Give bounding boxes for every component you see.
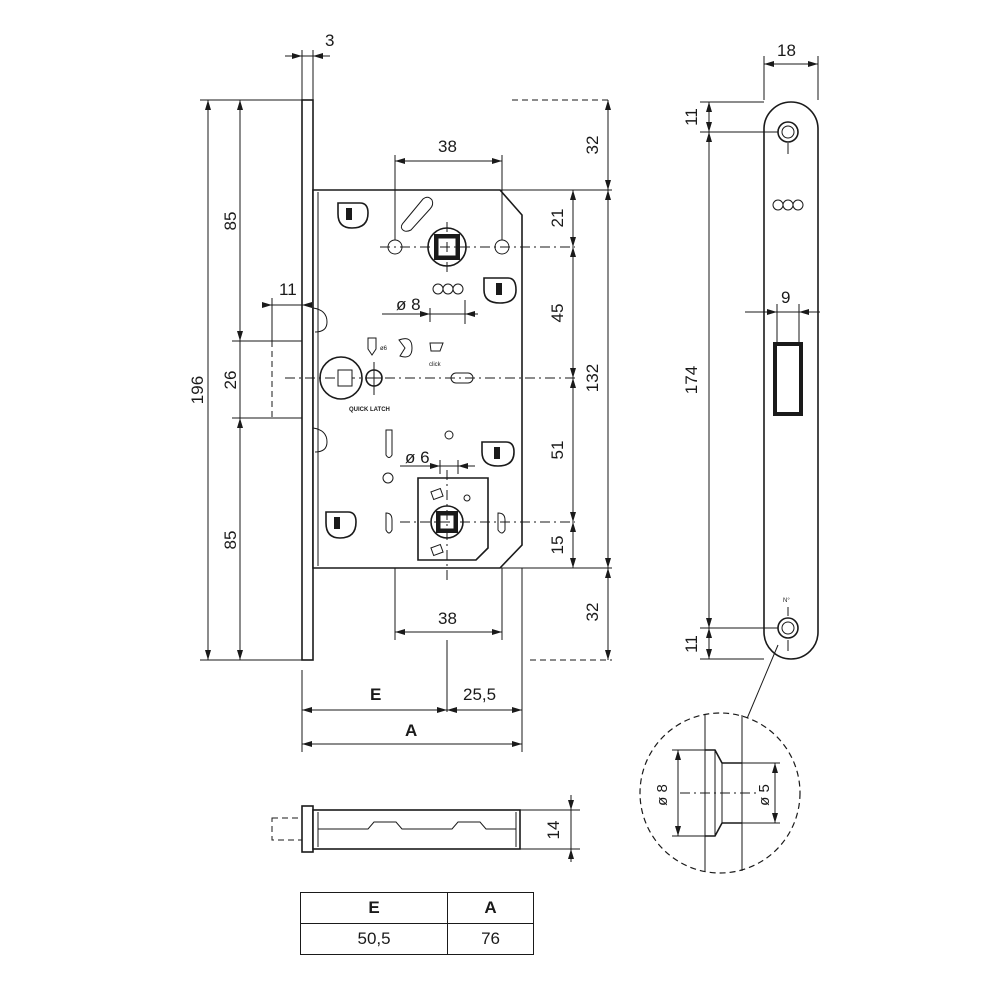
dim-top-38: 38 <box>438 137 457 156</box>
lug-top-left <box>337 202 369 229</box>
hole-small-label: ø6 <box>380 346 388 352</box>
table-header-e: E <box>299 892 449 924</box>
dim-latch-projection: 11 <box>279 280 297 299</box>
dim-bottom-32: 32 <box>583 603 602 622</box>
dim-upper-85: 85 <box>221 212 240 231</box>
table-value-a: 76 <box>447 923 534 955</box>
quick-latch-screw <box>365 362 383 395</box>
dim-21: 21 <box>548 209 567 228</box>
dim-bottom-38: 38 <box>438 609 457 628</box>
dim-side-14: 14 <box>544 821 563 840</box>
brand-logo <box>432 283 464 295</box>
lock-front-view: ø 8 QUICK LATCH ø6 click <box>271 99 575 712</box>
dim-25-5: 25,5 <box>463 685 496 704</box>
dim-strike-bottom-11: 11 <box>682 635 701 653</box>
strike-dimensions: 18 11 174 11 9 <box>682 41 820 722</box>
latch-bolt <box>271 340 302 419</box>
dim-hole-upper: ø 8 <box>396 295 421 314</box>
click-label: click <box>429 362 442 368</box>
dimension-table: E A 50,5 76 <box>299 892 534 955</box>
dim-detail-outer: ø 8 <box>654 784 671 806</box>
click-icon <box>429 342 444 352</box>
faceplate <box>301 99 314 661</box>
dim-center-132: 132 <box>583 364 602 392</box>
dim-51: 51 <box>548 441 567 460</box>
table-header-row: E A <box>299 892 534 924</box>
dim-label-a: A <box>405 721 417 740</box>
countersink-detail: ø 8 ø 5 <box>639 712 801 874</box>
dim-15: 15 <box>548 536 567 555</box>
angled-slot <box>400 196 434 232</box>
dim-strike-174: 174 <box>682 366 701 394</box>
main-dimensions: 3 196 85 26 85 11 38 <box>188 31 612 752</box>
dim-faceplate-thickness: 3 <box>325 31 334 50</box>
table-header-a: A <box>447 892 534 924</box>
strike-number-mark: N° <box>783 598 790 604</box>
dim-latch-26: 26 <box>221 371 240 390</box>
lug-right-lower <box>481 441 515 467</box>
dim-detail-inner: ø 5 <box>756 784 773 806</box>
vertical-slot <box>385 429 393 458</box>
dim-45: 45 <box>548 304 567 323</box>
dim-strike-slot-9: 9 <box>781 288 790 307</box>
dim-hole-lower: ø 6 <box>405 448 430 467</box>
table-value-e: 50,5 <box>299 923 449 955</box>
dim-strike-top-11: 11 <box>682 108 701 126</box>
quick-latch-label: QUICK LATCH <box>349 407 390 413</box>
dim-top-32: 32 <box>583 136 602 155</box>
lock-side-view: 14 <box>271 795 580 862</box>
table-row: 50,5 76 <box>299 923 534 955</box>
rotate-arrow-icon <box>398 338 413 358</box>
dim-overall-height: 196 <box>188 376 207 404</box>
latch-cam <box>319 356 363 400</box>
lug-bottom-left <box>325 511 357 539</box>
hex-key-icon <box>367 337 377 356</box>
dim-strike-18: 18 <box>777 41 796 60</box>
dim-lower-85: 85 <box>221 531 240 550</box>
latch-slot <box>450 372 474 384</box>
dim-label-e: E <box>370 685 381 704</box>
lug-right-upper <box>483 277 517 304</box>
strike-plate: N° <box>763 101 819 660</box>
